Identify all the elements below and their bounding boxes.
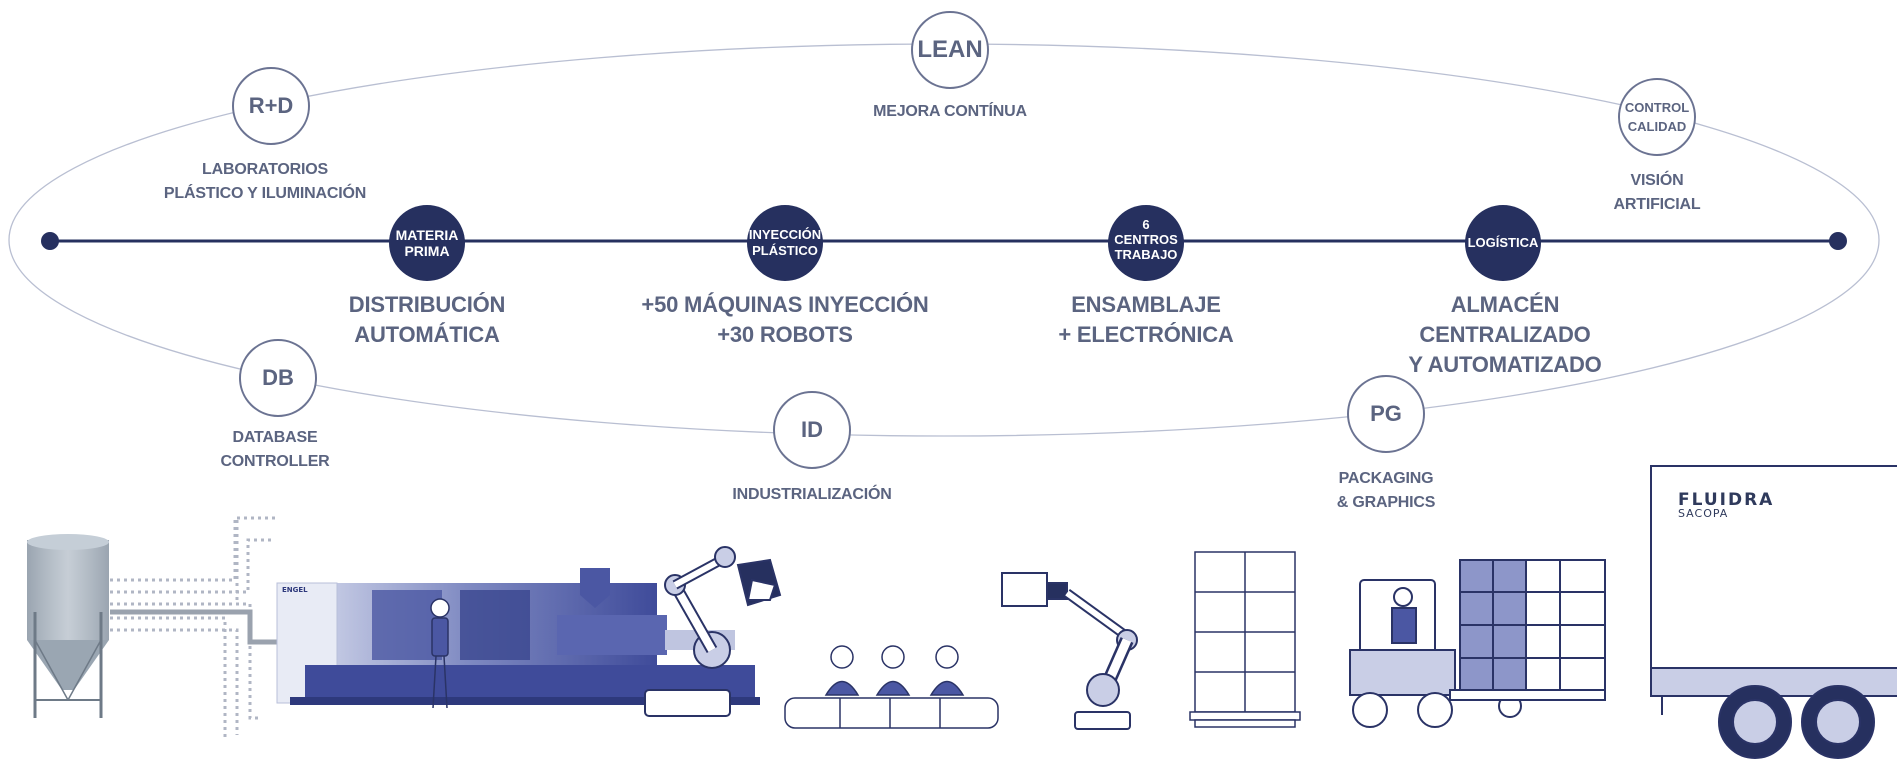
- materia-line1: MATERIA: [395, 227, 459, 243]
- silo-icon: [27, 534, 109, 718]
- process-line-start-dot: [41, 232, 59, 250]
- inyeccion-desc-line1: +50 MÁQUINAS INYECCIÓN: [641, 292, 929, 317]
- db-label: DATABASE CONTROLLER: [195, 426, 355, 474]
- inyeccion-desc: +50 MÁQUINAS INYECCIÓN +30 ROBOTS: [640, 290, 930, 350]
- rd-abbr: R+D: [248, 93, 294, 118]
- centros-node-label: 6 CENTROS TRABAJO: [1106, 217, 1186, 262]
- centros-line3: TRABAJO: [1114, 247, 1178, 262]
- palletizer-robot-icon: [1001, 572, 1138, 730]
- db-node: [239, 339, 317, 417]
- assembly-workers-icon: [784, 645, 999, 729]
- inyeccion-line1: INYECCIÓN: [748, 227, 822, 242]
- inyeccion-node: [747, 205, 823, 281]
- pg-label: PACKAGING & GRAPHICS: [1316, 467, 1456, 515]
- control-label: VISIÓN ARTIFICIAL: [1587, 169, 1727, 217]
- logistica-node: [1465, 205, 1541, 281]
- centros-line2: CENTROS: [1114, 232, 1178, 247]
- pg-label-line2: & GRAPHICS: [1336, 494, 1436, 511]
- box-stack-icon: [1189, 551, 1301, 728]
- robot-arm-icon: [644, 546, 782, 717]
- db-label-line2: CONTROLLER: [220, 453, 330, 470]
- control-abbr-line2: CALIDAD: [1627, 119, 1687, 134]
- control-abbr: CONTROL CALIDAD: [1619, 98, 1695, 136]
- lean-abbr: LEAN: [917, 36, 983, 63]
- centros-desc: ENSAMBLAJE + ELECTRÓNICA: [1036, 290, 1256, 350]
- materia-node-label: MATERIA PRIMA: [389, 227, 465, 259]
- control-label-line2: ARTIFICIAL: [1613, 196, 1701, 213]
- inyeccion-node-label: INYECCIÓN PLÁSTICO: [743, 227, 827, 259]
- centros-desc-line2: + ELECTRÓNICA: [1058, 322, 1234, 347]
- inyeccion-line2: PLÁSTICO: [752, 243, 818, 258]
- logistica-desc-line2: Y AUTOMATIZADO: [1408, 352, 1602, 377]
- centros-desc-line1: ENSAMBLAJE: [1071, 292, 1221, 317]
- logistica-desc: ALMACÉN CENTRALIZADO Y AUTOMATIZADO: [1375, 290, 1635, 380]
- truck-icon: [1650, 465, 1897, 759]
- logistica-node-label: LOGÍSTICA: [1467, 235, 1539, 250]
- forklift-icon: [1349, 559, 1606, 728]
- id-abbr: ID: [801, 417, 823, 442]
- truck-brand: FLUIDRA: [1678, 490, 1775, 510]
- process-line-end-dot: [1829, 232, 1847, 250]
- pg-abbr: PG: [1370, 401, 1402, 426]
- materia-node: [389, 205, 465, 281]
- db-abbr: DB: [262, 365, 294, 390]
- id-label: INDUSTRIALIZACIÓN: [732, 486, 892, 503]
- materia-desc: DISTRIBUCIÓN AUTOMÁTICA: [317, 290, 537, 350]
- pipes: [110, 516, 275, 740]
- control-node: [1618, 78, 1696, 156]
- inyeccion-desc-line2: +30 ROBOTS: [717, 322, 853, 347]
- pg-label-line1: PACKAGING: [1338, 470, 1434, 487]
- rd-label-line2: PLÁSTICO Y ILUMINACIÓN: [163, 185, 367, 202]
- control-abbr-line1: CONTROL: [1624, 100, 1690, 115]
- materia-line2: PRIMA: [404, 243, 450, 259]
- rd-label-line1: LABORATORIOS: [202, 161, 328, 178]
- rd-node: [232, 67, 310, 145]
- pg-node: [1347, 375, 1425, 453]
- lean-label: MEJORA CONTÍNUA: [873, 103, 1027, 120]
- db-label-line1: DATABASE: [232, 429, 318, 446]
- centros-line1: 6: [1142, 217, 1150, 232]
- materia-desc-line2: AUTOMÁTICA: [354, 322, 500, 347]
- machine-brand: ENGEL: [282, 586, 308, 594]
- truck-sub: SACOPA: [1678, 507, 1729, 520]
- control-label-line1: VISIÓN: [1630, 172, 1684, 189]
- rd-label: LABORATORIOS PLÁSTICO Y ILUMINACIÓN: [150, 158, 380, 206]
- materia-desc-line1: DISTRIBUCIÓN: [348, 292, 506, 317]
- lean-node: [911, 11, 989, 89]
- logistica-desc-line1: ALMACÉN CENTRALIZADO: [1419, 292, 1591, 347]
- id-node: [773, 391, 851, 469]
- injection-machine-icon: ENGEL: [276, 568, 760, 705]
- worker-icon: [430, 598, 450, 709]
- centros-node: [1108, 205, 1184, 281]
